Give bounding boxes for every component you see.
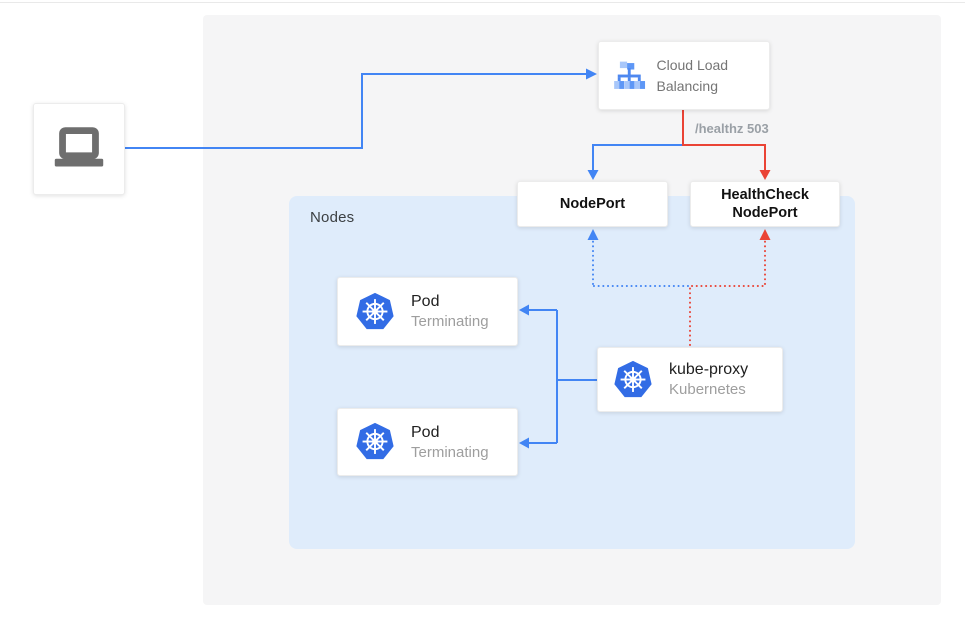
kubeproxy-to-healthcheck-arrowhead: [759, 229, 771, 240]
kubeproxy-to-pods-line: [528, 309, 597, 444]
load-balancer-icon: [614, 61, 646, 89]
kubeproxy-to-pod1-arrowhead: [519, 304, 529, 316]
lb-to-healthcheck-arrowhead: [759, 170, 771, 180]
lb-to-nodeport-arrowhead: [587, 170, 599, 180]
client-to-lb-line: [125, 73, 586, 149]
healthcheck-nodeport-node: HealthCheck NodePort: [690, 181, 840, 227]
kube-proxy-node: kube-proxy Kubernetes: [597, 347, 783, 412]
nodes-group-label: Nodes: [310, 209, 355, 226]
pod-node-2: Pod Terminating: [337, 408, 518, 476]
nodeport-node: NodePort: [517, 181, 668, 227]
pod2-status: Terminating: [411, 443, 489, 461]
window-top-border: [0, 2, 965, 3]
pod1-status: Terminating: [411, 313, 489, 330]
kube-proxy-title: kube-proxy: [669, 361, 749, 378]
healthz-status-label: /healthz 503: [695, 121, 769, 136]
lb-to-healthcheck-line: [682, 110, 766, 170]
kube-proxy-subtitle: Kubernetes: [669, 381, 746, 398]
client-to-lb-arrowhead: [586, 68, 597, 80]
pod-node-1: Pod Terminating: [337, 277, 518, 346]
pod2-title: Pod: [411, 423, 440, 441]
kubeproxy-to-nodeport-dotted-line: [592, 240, 689, 287]
kubeproxy-to-healthcheck-dotted-line: [689, 240, 766, 346]
kubeproxy-to-nodeport-arrowhead: [587, 229, 599, 240]
healthcheck-nodeport-label: HealthCheck NodePort: [721, 187, 809, 221]
kubernetes-icon: [614, 360, 652, 397]
cloud-load-balancing-label: Cloud Load Balancing: [656, 56, 729, 94]
lb-to-nodeport-line: [592, 144, 684, 170]
laptop-icon: [54, 127, 104, 167]
kubernetes-icon: [356, 422, 394, 460]
kubernetes-icon: [356, 292, 394, 329]
client-node: [33, 103, 125, 195]
cloud-load-balancing-node: Cloud Load Balancing: [598, 41, 770, 110]
kubeproxy-to-pod2-arrowhead: [519, 437, 529, 449]
pod1-title: Pod: [411, 293, 440, 310]
nodeport-label: NodePort: [559, 196, 626, 212]
